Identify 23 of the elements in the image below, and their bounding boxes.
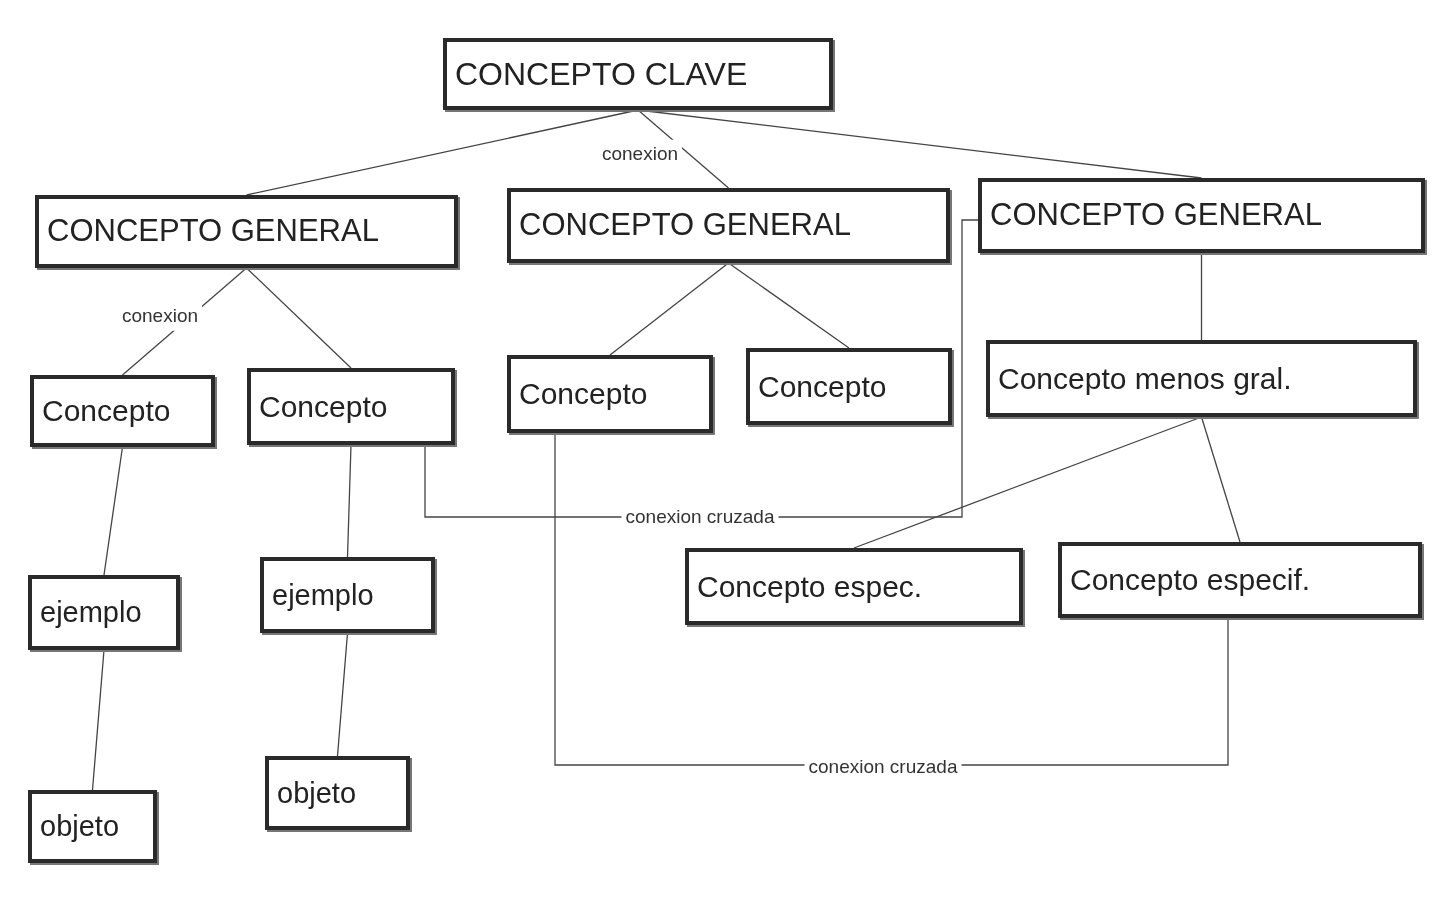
- concept-box: CONCEPTO GENERAL: [978, 178, 1425, 253]
- connector-line: [637, 109, 730, 189]
- concept-box: Concepto: [247, 368, 455, 445]
- concept-box: objeto: [28, 790, 157, 863]
- concept-box: CONCEPTO GENERAL: [35, 195, 458, 268]
- concept-box: ejemplo: [260, 557, 435, 633]
- connector-line: [91, 649, 105, 791]
- connector-line: [1200, 252, 1203, 341]
- concept-box: CONCEPTO CLAVE: [443, 38, 833, 110]
- concept-box: Concepto: [746, 348, 952, 425]
- connector-line: [245, 267, 352, 369]
- connector-line: [1200, 416, 1241, 543]
- concept-box: Concepto: [30, 375, 215, 447]
- concept-box: Concepto especif.: [1058, 542, 1422, 618]
- connector-line: [103, 446, 124, 576]
- connector-line: [336, 632, 349, 757]
- concept-box: ejemplo: [28, 575, 180, 650]
- concept-box: Concepto menos gral.: [986, 340, 1417, 417]
- concept-box: Concepto: [507, 355, 713, 433]
- concept-box: objeto: [265, 756, 410, 830]
- concept-box: Concepto espec.: [685, 548, 1023, 625]
- connector-line: [346, 444, 352, 558]
- concept-box: CONCEPTO GENERAL: [507, 188, 950, 263]
